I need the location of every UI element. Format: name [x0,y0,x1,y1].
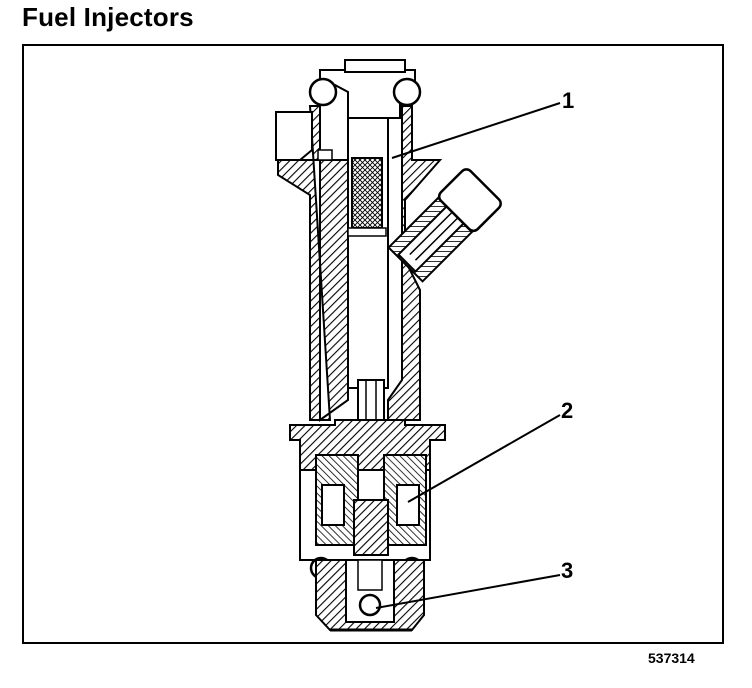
nozzle-tip [315,559,425,632]
solenoid-coil [315,454,427,556]
callout-3-label: 3 [561,558,574,583]
diagram-frame [22,44,724,644]
callout-1-label: 1 [562,88,575,113]
callout-leader-lines [375,102,561,609]
electrical-connector [387,168,502,283]
figure-id: 537314 [648,650,695,666]
upper-o-ring [308,77,422,107]
page-title: Fuel Injectors [22,2,194,32]
inlet-filter [347,157,387,237]
callout-2-label: 2 [561,398,574,423]
terminal-connector [275,111,333,161]
